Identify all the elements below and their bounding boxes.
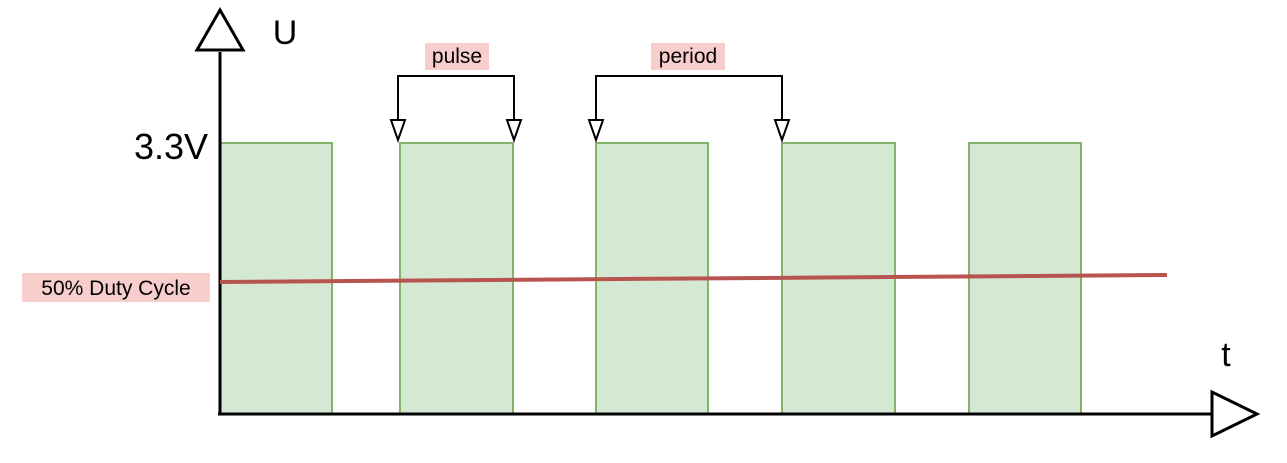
x-axis-arrow-icon: [1210, 389, 1261, 439]
y-axis-label: U: [273, 14, 298, 52]
period-bracket: [595, 75, 783, 120]
period-label-highlight: [651, 43, 725, 70]
duty-cycle-label: 50% Duty Cycle: [41, 277, 190, 300]
pulse-label: pulse: [432, 45, 482, 68]
pulse-bracket: [397, 75, 515, 120]
period-start-arrow-icon: [587, 119, 605, 144]
duty-cycle-label-highlight: [22, 273, 210, 302]
period-end-arrow-icon: [773, 119, 791, 144]
voltage-level-label: 3.3V: [134, 126, 208, 167]
duty-cycle-line: [219, 273, 1168, 284]
pulse-label-highlight: [425, 43, 489, 70]
pulse-end-arrow-icon: [505, 119, 523, 144]
pulse-5: [968, 142, 1082, 415]
y-axis-arrow-icon: [194, 6, 246, 52]
pulse-1: [219, 142, 333, 415]
pulse-start-arrow-icon: [389, 119, 407, 144]
period-label: period: [659, 45, 717, 68]
x-axis-label: t: [1221, 336, 1231, 374]
